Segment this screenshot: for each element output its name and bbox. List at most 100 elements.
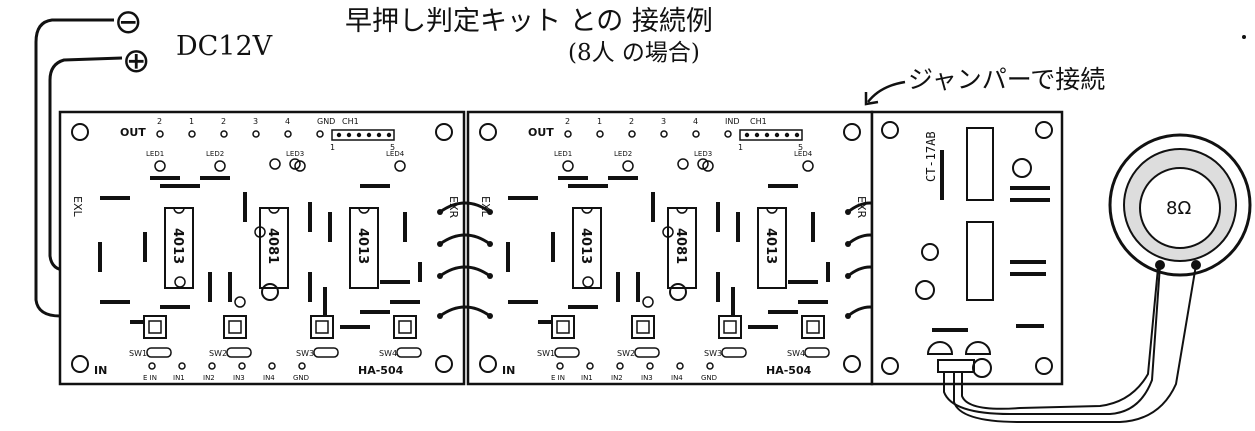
led-pad bbox=[214, 160, 226, 172]
jumper-pad bbox=[845, 273, 851, 279]
out-pin-label: 2 bbox=[565, 117, 570, 126]
out-pin-pad bbox=[628, 130, 636, 138]
mount-hole bbox=[71, 123, 89, 141]
speaker-magnet bbox=[1139, 167, 1221, 249]
ch-pin-label: 5 bbox=[390, 143, 395, 152]
out-pin-label: 3 bbox=[661, 117, 666, 126]
sounder-led bbox=[921, 243, 939, 261]
led-label: LED3 bbox=[694, 150, 712, 158]
led-pad bbox=[702, 160, 714, 172]
out-pin-label: 1 bbox=[597, 117, 602, 126]
led-pad bbox=[294, 160, 306, 172]
sounder-speaker-terminal bbox=[937, 359, 975, 373]
jumper-pad bbox=[487, 273, 493, 279]
push-switch bbox=[551, 315, 575, 339]
capacitor bbox=[677, 158, 689, 170]
in-pin-label: IN2 bbox=[611, 374, 623, 382]
speaker: 8Ω bbox=[1108, 133, 1252, 277]
ic-package bbox=[572, 207, 602, 289]
switch-label: SW1 bbox=[537, 349, 555, 358]
mount-hole bbox=[435, 355, 453, 373]
ic-notch bbox=[766, 207, 778, 214]
diagram-title: 早押し判定キット との 接続例 bbox=[345, 6, 713, 37]
sounder-ic-upper bbox=[966, 127, 994, 201]
capacitor bbox=[269, 158, 281, 170]
in-pin-label: IN3 bbox=[641, 374, 653, 382]
in-pin-pad bbox=[556, 362, 564, 370]
out-pin-label: IND bbox=[725, 117, 740, 126]
switch-label: SW3 bbox=[296, 349, 314, 358]
mount-hole bbox=[843, 123, 861, 141]
out-pin-label: 1 bbox=[189, 117, 194, 126]
jumper-pad bbox=[845, 209, 851, 215]
switch-label: SW4 bbox=[379, 349, 397, 358]
ch-label: CH1 bbox=[342, 117, 359, 126]
ch-connector-pin bbox=[376, 132, 382, 138]
capacitor bbox=[669, 283, 687, 301]
capacitor bbox=[582, 276, 594, 288]
in-pin-label: IN3 bbox=[233, 374, 245, 382]
ch-pin-label: 1 bbox=[330, 143, 335, 152]
power-plus-symbol: ⊕ bbox=[122, 41, 151, 81]
corner-dot bbox=[1242, 35, 1246, 39]
ic-label: 4013 bbox=[578, 228, 593, 264]
sounder-board: CT-17AB bbox=[870, 110, 1064, 386]
switch-label: SW2 bbox=[617, 349, 635, 358]
capacitor bbox=[662, 226, 674, 238]
ch-connector-pin bbox=[356, 132, 362, 138]
in-pin-label: GND bbox=[701, 374, 717, 382]
switch-jumper bbox=[634, 347, 660, 358]
push-switch-cap bbox=[723, 320, 737, 334]
ch-label: CH1 bbox=[750, 117, 767, 126]
capacitor bbox=[254, 226, 266, 238]
mount-hole bbox=[479, 355, 497, 373]
in-pin-label: IN4 bbox=[671, 374, 683, 382]
out-pin-pad bbox=[692, 130, 700, 138]
ic-label: 4013 bbox=[355, 228, 370, 264]
ic-package bbox=[667, 207, 697, 289]
push-switch bbox=[631, 315, 655, 339]
mount-hole bbox=[71, 355, 89, 373]
sounder-mount-hole bbox=[1035, 357, 1053, 375]
in-pin-label: E IN bbox=[143, 374, 157, 382]
switch-jumper bbox=[146, 347, 172, 358]
ic-package bbox=[349, 207, 379, 289]
in-pin-pad bbox=[148, 362, 156, 370]
in-pin-pad bbox=[616, 362, 624, 370]
out-pin-pad bbox=[252, 130, 260, 138]
jumper-pad bbox=[845, 313, 851, 319]
ch-connector bbox=[739, 129, 803, 141]
capacitor bbox=[642, 296, 654, 308]
out-pin-label: 2 bbox=[221, 117, 226, 126]
sounder-mount-hole bbox=[881, 121, 899, 139]
jumper-note-arrowhead bbox=[864, 92, 879, 106]
out-label: OUT bbox=[120, 126, 146, 139]
ch-connector-pin bbox=[366, 132, 372, 138]
ic-notch bbox=[581, 207, 593, 214]
sounder-capacitor bbox=[1012, 158, 1032, 178]
diagram-subtitle: (8人 の場合) bbox=[568, 40, 700, 66]
in-label: IN bbox=[94, 364, 107, 377]
in-pin-pad bbox=[646, 362, 654, 370]
out-pin-label: 3 bbox=[253, 117, 258, 126]
jumper-wire bbox=[439, 233, 491, 246]
push-switch-cap bbox=[556, 320, 570, 334]
ic-label: 4013 bbox=[763, 228, 778, 264]
sounder-led bbox=[915, 280, 935, 300]
led-label: LED1 bbox=[554, 150, 572, 158]
led-label: LED4 bbox=[386, 150, 405, 158]
out-pin-pad bbox=[660, 130, 668, 138]
jumper-pad bbox=[845, 241, 851, 247]
switch-label: SW3 bbox=[704, 349, 722, 358]
capacitor bbox=[697, 158, 709, 170]
jumper-pad bbox=[487, 313, 493, 319]
jumper-note-label: ジャンパーで接続 bbox=[908, 65, 1105, 94]
sounder-transistor bbox=[964, 341, 992, 355]
mount-hole bbox=[435, 123, 453, 141]
switch-label: SW2 bbox=[209, 349, 227, 358]
switch-jumper bbox=[226, 347, 252, 358]
ch-connector-pin bbox=[794, 132, 800, 138]
ic-notch bbox=[173, 207, 185, 214]
